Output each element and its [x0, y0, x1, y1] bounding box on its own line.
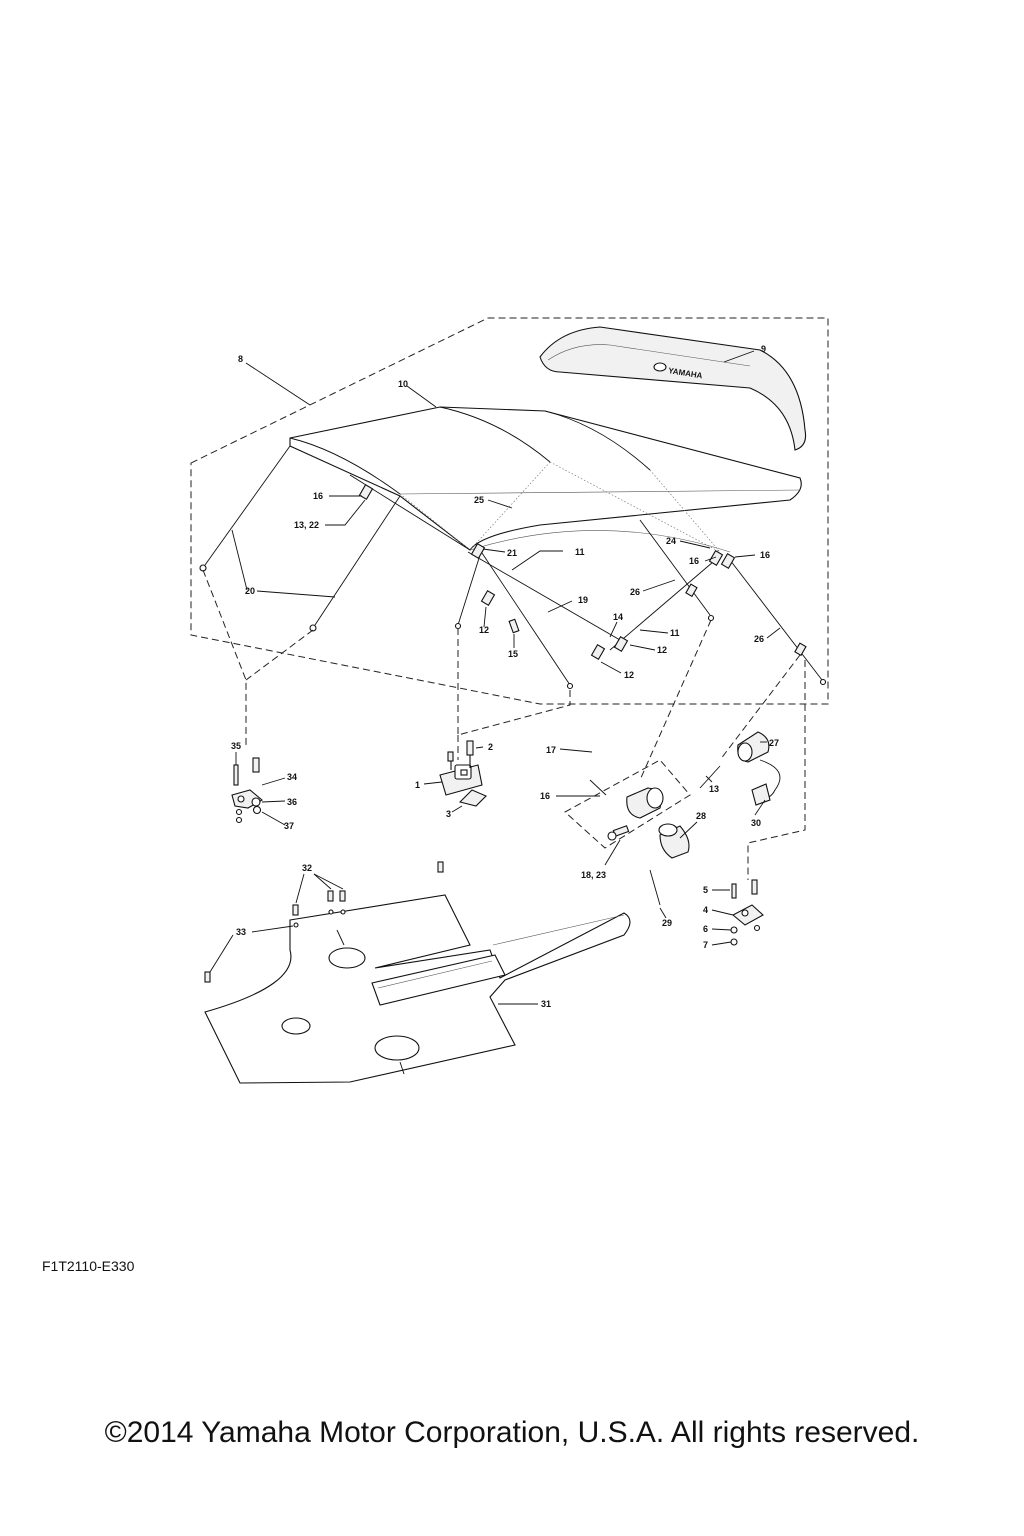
callout-12-mid: 12: [657, 645, 667, 655]
callout-6: 6: [703, 924, 708, 934]
callout-32: 32: [302, 863, 312, 873]
callout-12-right: 12: [624, 670, 634, 680]
callout-11-upper: 11: [575, 547, 585, 557]
callout-1: 1: [415, 780, 420, 790]
callout-16-clamp: 16: [540, 791, 550, 801]
callout-16-mid: 16: [689, 556, 699, 566]
callout-10: 10: [398, 379, 408, 389]
callout-leader-lines: [209, 350, 781, 1005]
callout-25: 25: [474, 495, 484, 505]
callout-11-lower: 11: [670, 628, 680, 638]
diagram-code: F1T2110-E330: [42, 1258, 135, 1274]
callout-7: 7: [703, 940, 708, 950]
callout-20: 20: [245, 586, 255, 596]
callout-12-left: 12: [479, 625, 489, 635]
callout-16-top-left: 16: [313, 491, 323, 501]
assembly-boundary: [190, 317, 829, 705]
copyright-notice: ©2014 Yamaha Motor Corporation, U.S.A. A…: [104, 1416, 920, 1449]
callout-24: 24: [666, 536, 676, 546]
rear-clamp-part-27: [699, 731, 781, 806]
callout-21: 21: [507, 548, 517, 558]
callout-15: 15: [508, 649, 518, 659]
callout-37: 37: [284, 821, 294, 831]
callout-3: 3: [446, 809, 451, 819]
callout-18-23: 18, 23: [581, 870, 606, 880]
callout-8: 8: [238, 354, 243, 364]
callout-34: 34: [287, 772, 297, 782]
canopy-fabric: [289, 406, 802, 553]
callout-33: 33: [236, 927, 246, 937]
frame-tubes: [199, 445, 827, 690]
callout-13-22: 13, 22: [294, 520, 319, 530]
callout-2: 2: [488, 742, 493, 752]
callout-4: 4: [703, 905, 708, 915]
callout-27: 27: [769, 738, 779, 748]
callout-35: 35: [231, 741, 241, 751]
callout-17: 17: [546, 745, 556, 755]
callout-5: 5: [703, 885, 708, 895]
left-mount-hardware: [231, 757, 263, 824]
callout-16-right: 16: [760, 550, 770, 560]
deck-hinge-bracket-part-1: [439, 740, 487, 807]
callout-labels: 8 9 10 16 13, 22 25 21 11 24 16 16 26 20…: [231, 344, 779, 1009]
callout-19: 19: [578, 595, 588, 605]
callout-26-right: 26: [754, 634, 764, 644]
callout-28: 28: [696, 811, 706, 821]
callout-13: 13: [709, 784, 719, 794]
callout-9: 9: [761, 344, 766, 354]
right-mount-hardware: [730, 879, 764, 946]
sunshade-part-9: YAMAHA: [539, 326, 807, 451]
frame-fittings: [358, 484, 807, 660]
mat-screws: [204, 861, 444, 983]
deck-mat-part-31: [204, 894, 631, 1084]
connection-lines: [202, 569, 806, 880]
callout-14: 14: [613, 612, 623, 622]
callout-36: 36: [287, 797, 297, 807]
callout-29: 29: [662, 918, 672, 928]
clamp-assembly: [564, 759, 691, 906]
callout-30: 30: [751, 818, 761, 828]
callout-26-mid: 26: [630, 587, 640, 597]
callout-31: 31: [541, 999, 551, 1009]
